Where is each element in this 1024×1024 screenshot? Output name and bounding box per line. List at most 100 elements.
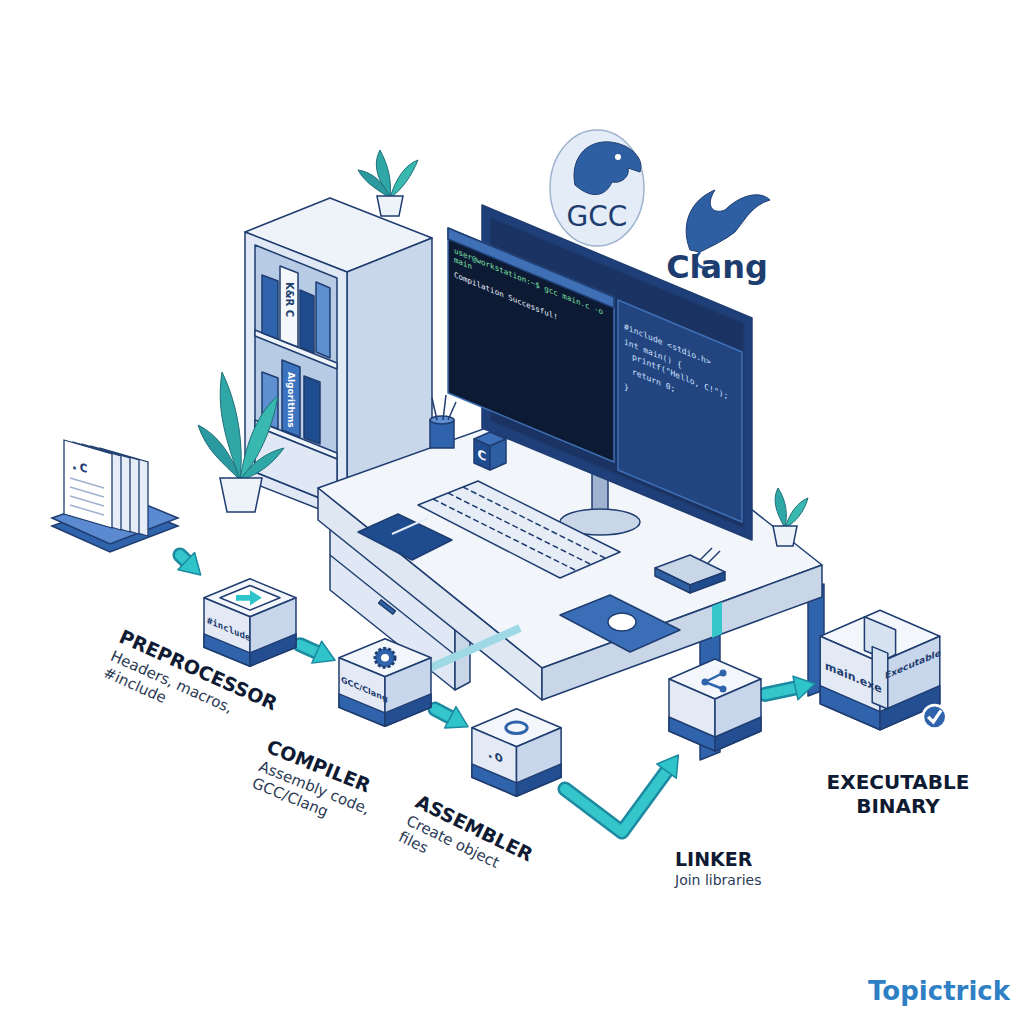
cube-left (339, 658, 385, 726)
text-line (70, 505, 104, 515)
stage-heading: EXECUTABLE BINARY (818, 770, 978, 818)
link-dot (720, 686, 727, 693)
stage-description: Join libraries (675, 872, 805, 889)
stage-caption: COMPILERAssembly code, GCC/Clang (250, 735, 421, 850)
compiler-block: COMPILERAssembly code, GCC/ClangGCC/Clan… (335, 635, 435, 730)
check-badge (923, 705, 946, 728)
c-cube-left (474, 439, 490, 470)
eagle-head (574, 142, 641, 195)
plant-pot (220, 478, 262, 512)
stage-heading: LINKER (675, 848, 805, 871)
network-box-front (690, 572, 725, 593)
cube-band (669, 717, 715, 751)
key-row (448, 493, 590, 564)
cube-band (385, 694, 431, 726)
link-dot (702, 679, 709, 686)
plant-pot (773, 526, 797, 546)
icon-frame (220, 585, 280, 610)
shelf-front (245, 232, 347, 520)
preprocessor-block: PREPROCESSORHeaders, macros, #include#in… (200, 575, 300, 670)
eagle-eye (615, 154, 621, 160)
arrow-icon (236, 590, 262, 605)
link-dot (720, 670, 727, 677)
cable (708, 551, 720, 563)
gcc-logo (550, 130, 644, 246)
code-pane (618, 300, 742, 522)
pencil (432, 398, 437, 420)
flow-connector (435, 707, 468, 728)
cable (700, 548, 712, 560)
mouse (608, 613, 636, 631)
text-line (70, 487, 104, 497)
cube-right (517, 728, 562, 796)
stage-caption: ASSEMBLERCreate object files (396, 790, 557, 910)
gear-icon (375, 648, 395, 667)
book (280, 266, 298, 347)
desk-side (542, 565, 822, 700)
pencil (443, 395, 446, 420)
plant-leaf (198, 425, 240, 480)
mouse-pad (560, 595, 680, 652)
assembler-block: ASSEMBLERCreate object files.o (468, 705, 565, 800)
linker-block: LINKERJoin libraries (665, 655, 765, 755)
flow-connector (300, 641, 335, 663)
flow-band-edge (765, 687, 799, 694)
flow-connector (178, 552, 201, 575)
floor-plant (198, 372, 284, 512)
flow-connector (565, 755, 678, 832)
cube-right (385, 658, 431, 726)
cube-left (472, 728, 517, 796)
flow-band (565, 768, 669, 832)
dragon-wing (686, 190, 770, 252)
cube-left (669, 679, 715, 751)
pen (392, 518, 428, 534)
cube-band (472, 764, 517, 796)
cube-band (517, 764, 562, 796)
arrow-head (793, 676, 815, 699)
cube-shape (665, 655, 765, 755)
shelf-plant (358, 150, 418, 216)
compiler-logo-text: Clang (662, 248, 772, 286)
key-row (433, 499, 575, 570)
gear-hole (381, 654, 389, 662)
book-title: K&R C (283, 282, 295, 317)
desk-items (358, 395, 725, 652)
network-box-side (655, 568, 690, 593)
desk-plant (773, 488, 808, 546)
plant-leaf (390, 160, 418, 198)
file-sheet (64, 440, 112, 528)
logo-disc (550, 130, 644, 246)
watermark: Topictrick (850, 976, 1010, 1007)
book-title: Algorithms (285, 372, 296, 428)
file-stack-shape (50, 430, 180, 555)
flow-band-edge (565, 768, 669, 832)
plant-leaf (775, 488, 786, 528)
executable-box: EXECUTABLE BINARYmain.exeExecutable (815, 605, 945, 735)
arrow-head (657, 755, 678, 778)
key-row (463, 487, 605, 558)
arrow-head (445, 707, 468, 728)
cube-band (820, 686, 880, 730)
drawer-handle (379, 600, 396, 614)
arrow-head (312, 641, 335, 663)
cube-band (715, 717, 761, 751)
arrow-head (178, 552, 201, 575)
book (300, 290, 314, 353)
cube-right (715, 679, 761, 751)
keyboard (418, 481, 620, 578)
plant-pot (377, 196, 403, 216)
compiler-logo-text: GCC (552, 200, 642, 234)
pencil-cup-rim (430, 416, 454, 424)
plant-leaf (358, 170, 390, 198)
terminal-window (448, 228, 614, 462)
book (304, 376, 320, 444)
text-line (70, 496, 104, 506)
book (316, 282, 330, 358)
cube-shape (468, 705, 565, 800)
flow-band (765, 687, 799, 694)
pencil (448, 402, 456, 420)
text-line (70, 478, 104, 488)
stage-caption: EXECUTABLE BINARY (818, 770, 978, 818)
flow-connector (765, 676, 815, 699)
desk-stripe (712, 602, 722, 638)
